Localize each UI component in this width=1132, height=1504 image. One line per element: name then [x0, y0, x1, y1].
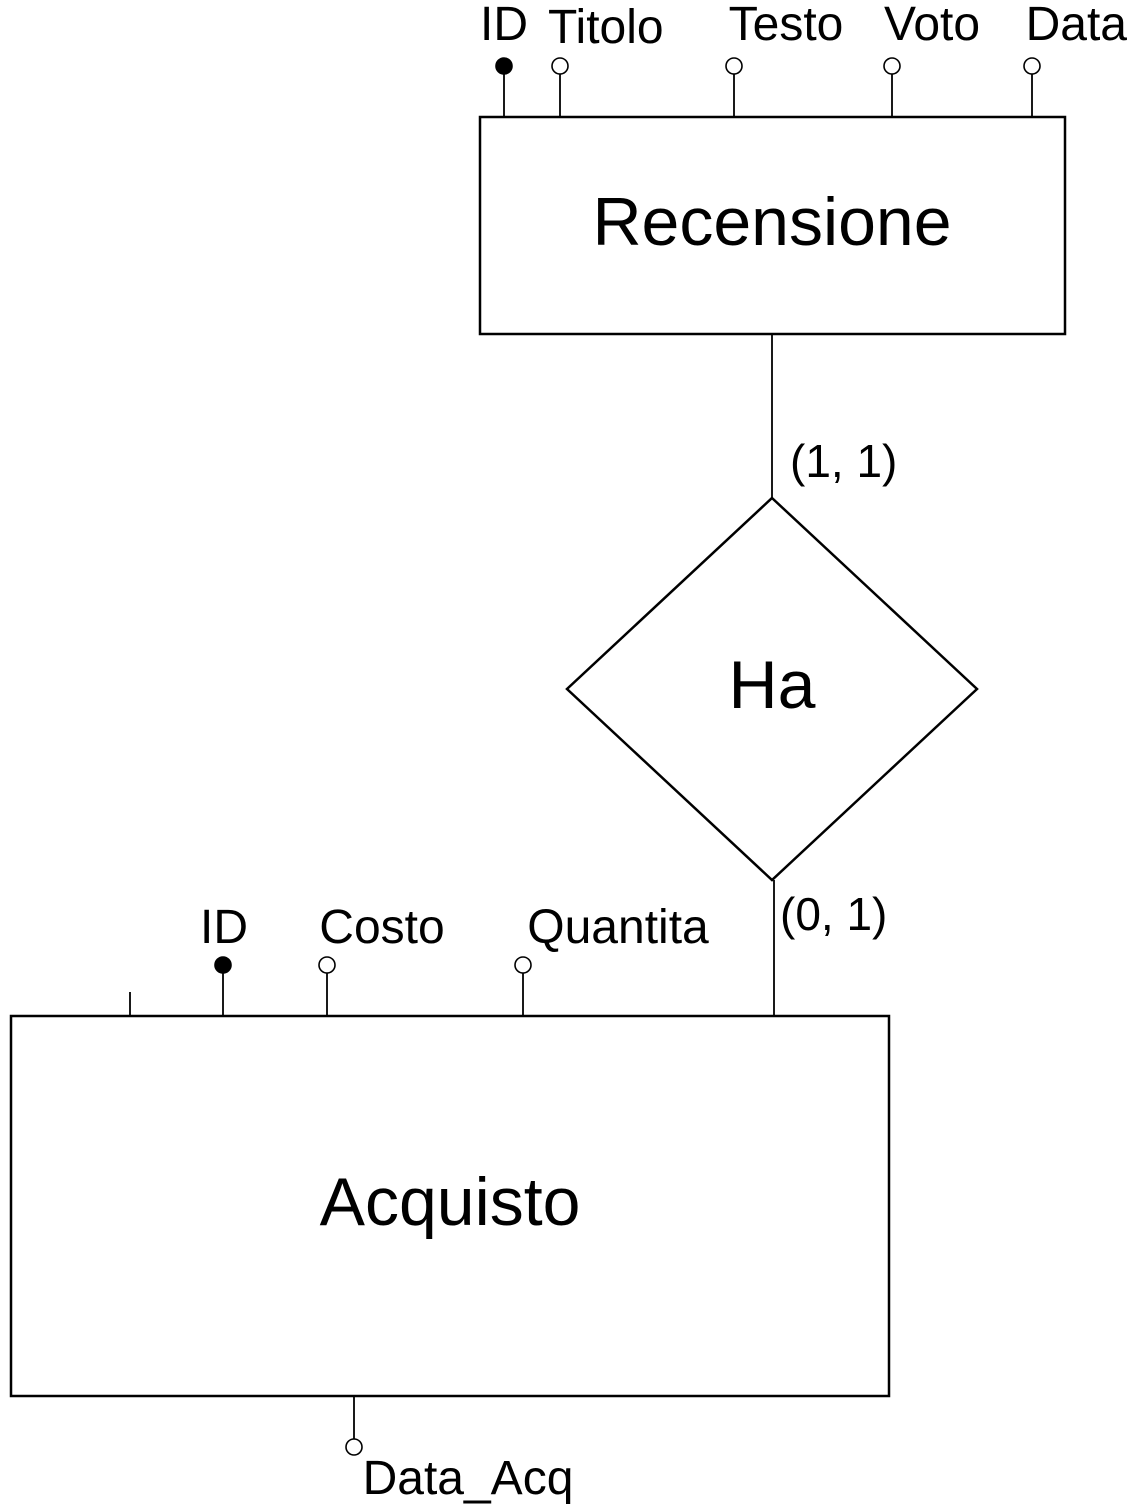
key-attribute-marker [214, 956, 232, 974]
attribute-marker [883, 57, 901, 75]
attribute-recensione-titolo[interactable]: Titolo [548, 1, 664, 117]
attribute-recensione-data[interactable]: Data [1023, 0, 1128, 117]
attribute-recensione-testo[interactable]: Testo [725, 0, 844, 117]
cardinality-recensione: (1, 1) [790, 435, 897, 487]
cardinality-acquisto: (0, 1) [780, 888, 887, 940]
attribute-label: Titolo [548, 1, 664, 54]
attribute-marker [551, 57, 569, 75]
attribute-marker [725, 57, 743, 75]
attribute-marker [318, 956, 336, 974]
entity-acquisto-box [9, 1014, 891, 1398]
attribute-label: ID [480, 0, 528, 51]
entity-acquisto-label: Acquisto [320, 1164, 581, 1240]
entity-recensione[interactable]: Recensione [478, 115, 1067, 336]
attribute-label: Costo [319, 901, 444, 954]
attribute-label: Data [1026, 0, 1128, 51]
attribute-marker [1023, 57, 1041, 75]
attribute-acquisto-quantita[interactable]: Quantita [514, 901, 709, 1016]
attribute-recensione-voto[interactable]: Voto [883, 0, 980, 117]
entity-recensione-box [478, 115, 1067, 336]
attribute-label: Testo [729, 0, 844, 51]
attribute-recensione-id[interactable]: ID [480, 0, 528, 117]
relationship-ha[interactable]: Ha [565, 496, 979, 882]
attribute-acquisto-id[interactable]: ID [200, 901, 248, 1016]
attribute-marker [514, 956, 532, 974]
key-attribute-marker [495, 57, 513, 75]
attribute-marker [345, 1438, 363, 1456]
attribute-acquisto-data-acq[interactable]: Data_Acq [345, 1396, 574, 1504]
entity-recensione-label: Recensione [592, 184, 951, 260]
attribute-acquisto-costo[interactable]: Costo [318, 901, 445, 1016]
attribute-label: Data_Acq [363, 1452, 574, 1504]
relationship-ha-label: Ha [729, 647, 816, 723]
entity-acquisto[interactable]: Acquisto [9, 1014, 891, 1398]
attribute-label: Quantita [527, 901, 709, 954]
relationship-ha-diamond [565, 496, 979, 882]
attribute-label: ID [200, 901, 248, 954]
attribute-label: Voto [884, 0, 980, 51]
